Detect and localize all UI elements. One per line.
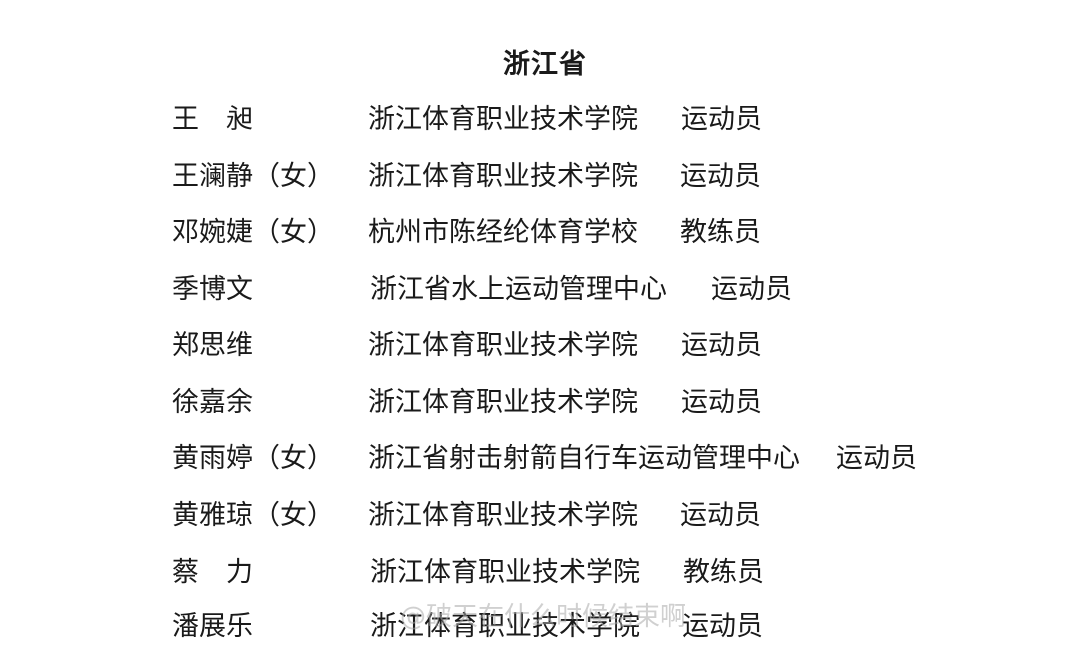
organization: 浙江体育职业技术学院 — [368, 161, 638, 192]
organization: 浙江省水上运动管理中心 — [370, 274, 667, 305]
province-title: 浙江省 — [503, 49, 587, 80]
person-name: 季博文 — [172, 274, 253, 305]
organization: 浙江省射击射箭自行车运动管理中心 — [368, 443, 800, 474]
role: 运动员 — [711, 274, 792, 305]
list-row: 潘展乐 浙江体育职业技术学院 运动员 — [0, 607, 1080, 647]
list-row: 黄雅琼（女） 浙江体育职业技术学院 运动员 — [0, 496, 1080, 536]
watermark: @破天在什么时候结束啊 — [400, 602, 687, 632]
organization: 浙江体育职业技术学院 — [370, 557, 640, 588]
person-name: 王 昶 — [172, 104, 253, 135]
list-row: 季博文 浙江省水上运动管理中心 运动员 — [0, 270, 1080, 310]
role: 教练员 — [680, 217, 761, 248]
role: 运动员 — [836, 443, 917, 474]
list-row: 王澜静（女） 浙江体育职业技术学院 运动员 — [0, 157, 1080, 197]
list-row: 邓婉婕（女） 杭州市陈经纶体育学校 教练员 — [0, 213, 1080, 253]
list-row: 郑思维 浙江体育职业技术学院 运动员 — [0, 326, 1080, 366]
organization: 杭州市陈经纶体育学校 — [368, 217, 638, 248]
role: 教练员 — [683, 557, 764, 588]
list-row: 徐嘉余 浙江体育职业技术学院 运动员 — [0, 383, 1080, 423]
person-name: 黄雅琼（女） — [172, 500, 334, 531]
person-name: 邓婉婕（女） — [172, 217, 334, 248]
role: 运动员 — [681, 104, 762, 135]
organization: 浙江体育职业技术学院 — [370, 611, 640, 642]
role: 运动员 — [682, 611, 763, 642]
role: 运动员 — [681, 330, 762, 361]
organization: 浙江体育职业技术学院 — [368, 500, 638, 531]
person-name: 郑思维 — [172, 330, 253, 361]
organization: 浙江体育职业技术学院 — [368, 330, 638, 361]
role: 运动员 — [680, 500, 761, 531]
role: 运动员 — [681, 387, 762, 418]
person-name: 黄雨婷（女） — [172, 443, 334, 474]
person-name: 徐嘉余 — [172, 387, 253, 418]
role: 运动员 — [680, 161, 761, 192]
organization: 浙江体育职业技术学院 — [368, 387, 638, 418]
person-name: 潘展乐 — [172, 611, 253, 642]
person-name: 蔡 力 — [172, 557, 253, 588]
organization: 浙江体育职业技术学院 — [368, 104, 638, 135]
person-name: 王澜静（女） — [172, 161, 334, 192]
list-row: 黄雨婷（女） 浙江省射击射箭自行车运动管理中心 运动员 — [0, 439, 1080, 479]
list-row: 王 昶 浙江体育职业技术学院 运动员 — [0, 100, 1080, 140]
list-row: 蔡 力 浙江体育职业技术学院 教练员 — [0, 553, 1080, 593]
